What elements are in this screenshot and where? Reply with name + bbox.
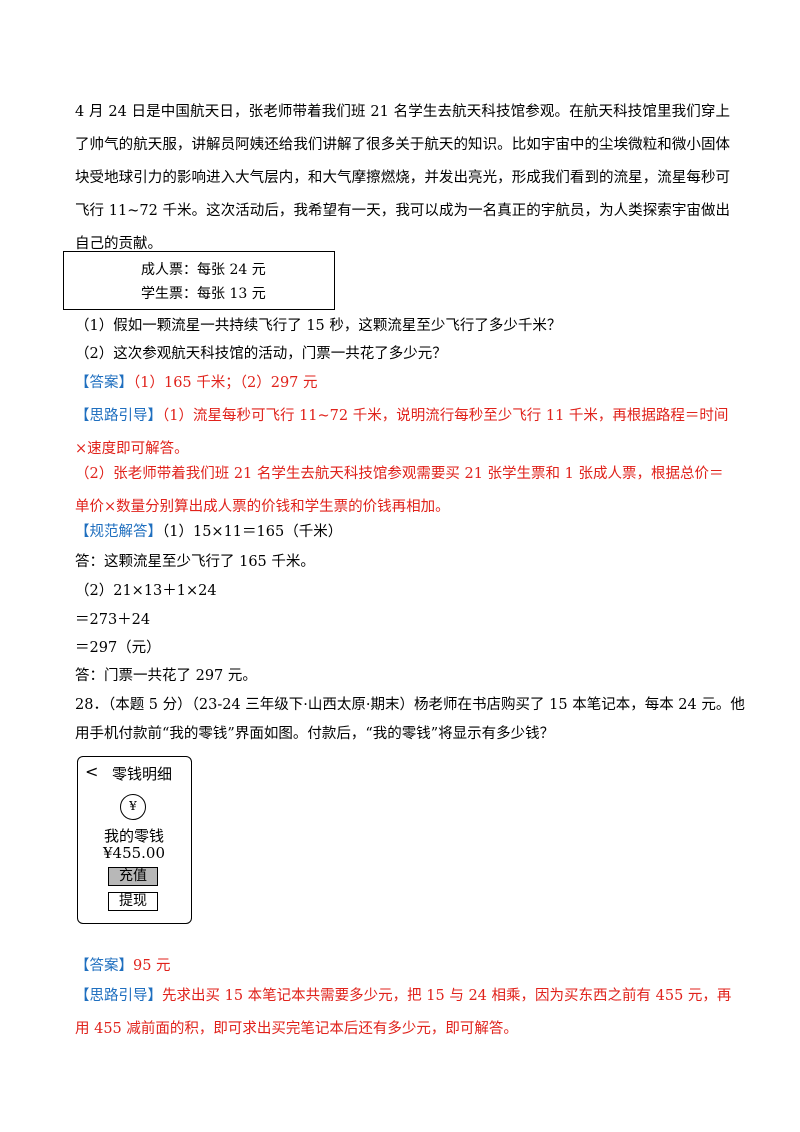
- solution-step-2a: （2）21×13＋1×24: [75, 583, 217, 599]
- hint-text-1: （1）流星每秒可飞行 11~72 千米，说明流行每秒至少飞行 11 千米，再根据…: [75, 408, 729, 457]
- solution-answer-2: 答：门票一共花了 297 元。: [75, 668, 257, 684]
- hint-28-text: 先求出买 15 本笔记本共需要多少元，把 15 与 24 相乘，因为买东西之前有…: [75, 988, 732, 1037]
- question-28-line-2: 用手机付款前“我的零钱”界面如图。付款后，“我的零钱”将显示有多少钱？: [75, 726, 555, 742]
- answer-row: 【答案】（1）165 千米；（2）297 元: [75, 373, 318, 393]
- solution-row: 【规范解答】（1）15×11＝165（千米）: [75, 522, 342, 542]
- solution-step-1: （1）15×11＝165（千米）: [162, 524, 343, 540]
- answer-28-row: 【答案】95 元: [75, 956, 171, 976]
- hint-28-paragraph: 【思路引导】先求出买 15 本笔记本共需要多少元，把 15 与 24 相乘，因为…: [75, 980, 735, 1046]
- answer-28-text: 95 元: [133, 958, 171, 974]
- wallet-label: 我的零钱: [103, 827, 164, 845]
- hint-label: 【思路引导】: [75, 408, 162, 424]
- yen-coin-icon: ¥: [120, 794, 146, 820]
- hint-paragraph-1: 【思路引导】（1）流星每秒可飞行 11~72 千米，说明流行每秒至少飞行 11 …: [75, 400, 735, 466]
- answer-28-label: 【答案】: [75, 958, 133, 974]
- wallet-title: 零钱明细: [112, 765, 173, 783]
- adult-ticket-price: 成人票：每张 24 元: [141, 262, 266, 278]
- answer-text: （1）165 千米；（2）297 元: [133, 375, 318, 391]
- hint-paragraph-2: （2）张老师带着我们班 21 名学生去航天科技馆参观需要买 21 张学生票和 1…: [75, 466, 724, 515]
- answer-label: 【答案】: [75, 375, 133, 391]
- solution-answer-1: 答：这颗流星至少飞行了 165 千米。: [75, 554, 315, 570]
- question-2: （2）这次参观航天科技馆的活动，门票一共花了多少元？: [75, 346, 447, 362]
- solution-step-2b: ＝273＋24: [75, 612, 151, 628]
- question-1: （1）假如一颗流星一共持续飞行了 15 秒，这颗流星至少飞行了多少千米？: [75, 318, 562, 334]
- hint-28-label: 【思路引导】: [75, 988, 162, 1004]
- back-arrow-icon[interactable]: <: [85, 762, 99, 781]
- reading-passage: 4 月 24 日是中国航天日，张老师带着我们班 21 名学生去航天科技馆参观。在…: [75, 104, 730, 252]
- recharge-button[interactable]: 充值: [108, 867, 158, 886]
- wallet-balance: ¥455.00: [102, 844, 166, 862]
- question-28-line-1: 28．（本题 5 分）（23-24 三年级下·山西太原·期末）杨老师在书店购买了…: [75, 697, 745, 713]
- solution-label: 【规范解答】: [75, 524, 162, 540]
- student-ticket-price: 学生票：每张 13 元: [141, 286, 266, 302]
- withdraw-button[interactable]: 提现: [108, 892, 158, 911]
- solution-step-2c: ＝297（元）: [75, 640, 161, 656]
- wallet-phone-screen: < 零钱明细 ¥ 我的零钱 ¥455.00 充值 提现: [77, 756, 192, 924]
- ticket-price-box: [63, 251, 335, 310]
